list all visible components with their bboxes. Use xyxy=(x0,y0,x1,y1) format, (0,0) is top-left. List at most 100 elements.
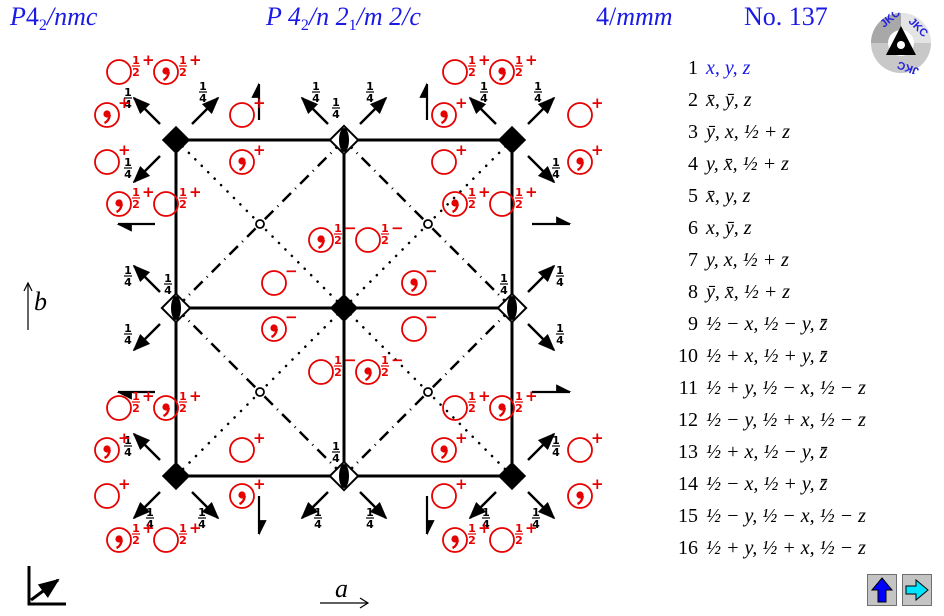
position-comma-circle: 12+ xyxy=(488,387,538,422)
position-comma-circle: 12+ xyxy=(152,51,202,86)
operation-expression: x̄, y, z xyxy=(706,184,751,207)
svg-text:1: 1 xyxy=(381,354,389,367)
svg-text:+: + xyxy=(455,141,468,159)
space-group-short-symbol: P42/nmc xyxy=(10,2,97,35)
position-comma-circle: 12+ xyxy=(152,387,202,422)
full-symbol-sub-b: 1 xyxy=(348,17,357,34)
svg-text:1: 1 xyxy=(515,522,523,535)
position-open-circle: + xyxy=(94,475,131,509)
position-comma-circle: + xyxy=(566,475,604,510)
position-open-circle: 12− xyxy=(308,351,357,385)
svg-text:+: + xyxy=(591,141,604,159)
svg-text:2: 2 xyxy=(381,366,389,379)
jkc-logo[interactable]: JKC JKC JKC xyxy=(870,12,932,74)
svg-text:2: 2 xyxy=(132,198,140,211)
position-comma-circle: 12+ xyxy=(105,183,155,218)
symbol-subscript: 2 xyxy=(38,17,47,34)
operation-number: 10 xyxy=(678,344,698,367)
operation-expression: ½ − y, ½ − x, ½ − z xyxy=(706,504,866,527)
svg-text:+: + xyxy=(118,141,131,159)
operation-expression: ½ + y, ½ + x, ½ − z xyxy=(706,536,866,559)
svg-text:1: 1 xyxy=(179,186,187,199)
operation-expression[interactable]: x, y, z xyxy=(706,56,751,79)
nav-up-button[interactable] xyxy=(867,574,897,606)
svg-text:+: + xyxy=(478,519,491,537)
svg-text:2: 2 xyxy=(132,534,140,547)
svg-text:+: + xyxy=(118,429,131,447)
space-group-number: No. 137 xyxy=(744,2,828,31)
operation-number: 5 xyxy=(688,184,698,207)
svg-text:−: − xyxy=(285,308,298,326)
svg-text:1: 1 xyxy=(132,54,140,67)
full-symbol-part-c: /m 2/c xyxy=(356,2,421,31)
full-symbol-sub-a: 2 xyxy=(300,17,309,34)
position-open-circle: 12+ xyxy=(153,519,202,553)
position-comma-circle: 12+ xyxy=(488,51,538,86)
nav-next-button[interactable] xyxy=(902,574,932,606)
svg-text:2: 2 xyxy=(468,402,476,415)
operation-number: 2 xyxy=(688,88,698,111)
svg-text:−: − xyxy=(391,351,404,369)
operation-expression: x̄, ȳ, z xyxy=(706,88,752,111)
point-group-ital: mmm xyxy=(616,2,673,31)
arrow-up-icon xyxy=(871,577,893,603)
position-comma-circle: + xyxy=(93,94,131,129)
svg-text:+: + xyxy=(478,51,491,69)
svg-text:1: 1 xyxy=(179,390,187,403)
position-open-circle: 12+ xyxy=(442,387,491,421)
b-axis-arrow xyxy=(23,281,33,330)
position-comma-circle: + xyxy=(566,141,604,176)
bar-four-axes xyxy=(160,124,528,492)
operation-row: 5 x̄, y, z xyxy=(672,180,932,212)
position-comma-circle: + xyxy=(228,141,266,176)
position-open-circle: − xyxy=(401,308,438,342)
svg-text:1: 1 xyxy=(381,222,389,235)
position-open-circle: 12+ xyxy=(442,51,491,85)
svg-text:2: 2 xyxy=(334,234,342,247)
svg-text:2: 2 xyxy=(381,234,389,247)
operation-number: 4 xyxy=(688,152,698,175)
operation-expression: ½ − y, ½ + x, ½ − z xyxy=(706,408,866,431)
position-open-circle: + xyxy=(431,141,468,175)
svg-text:+: + xyxy=(118,94,131,112)
operation-expression: ȳ, x, ½ + z xyxy=(706,120,791,143)
svg-text:+: + xyxy=(142,387,155,405)
svg-text:2: 2 xyxy=(132,402,140,415)
svg-text:+: + xyxy=(478,183,491,201)
svg-text:+: + xyxy=(525,519,538,537)
svg-text:2: 2 xyxy=(179,198,187,211)
svg-text:+: + xyxy=(253,429,266,447)
position-open-circle: 12− xyxy=(355,219,404,253)
position-open-circle: + xyxy=(431,475,468,509)
svg-text:2: 2 xyxy=(468,66,476,79)
svg-text:1: 1 xyxy=(179,522,187,535)
operation-expression: ½ + y, ½ − x, ½ − z xyxy=(706,376,866,399)
svg-text:+: + xyxy=(189,183,202,201)
position-open-circle: 12+ xyxy=(106,51,155,85)
twofold-axes-arrows xyxy=(132,96,556,520)
svg-text:1: 1 xyxy=(132,522,140,535)
svg-text:+: + xyxy=(455,429,468,447)
svg-text:1: 1 xyxy=(515,390,523,403)
a-axis-arrow xyxy=(320,597,370,609)
position-open-circle: + xyxy=(567,94,604,128)
svg-text:+: + xyxy=(525,387,538,405)
position-comma-circle: + xyxy=(430,429,468,464)
svg-text:+: + xyxy=(455,475,468,493)
svg-text:2: 2 xyxy=(515,534,523,547)
full-symbol-part-b: /n 2 xyxy=(308,2,349,31)
position-open-circle: 12+ xyxy=(489,183,538,217)
position-comma-circle: − xyxy=(260,308,298,343)
svg-text:+: + xyxy=(118,475,131,493)
operation-expression: x, ȳ, z xyxy=(706,216,752,239)
svg-text:−: − xyxy=(425,308,438,326)
operation-expression: ½ − x, ½ + y, z̄ xyxy=(706,472,828,495)
